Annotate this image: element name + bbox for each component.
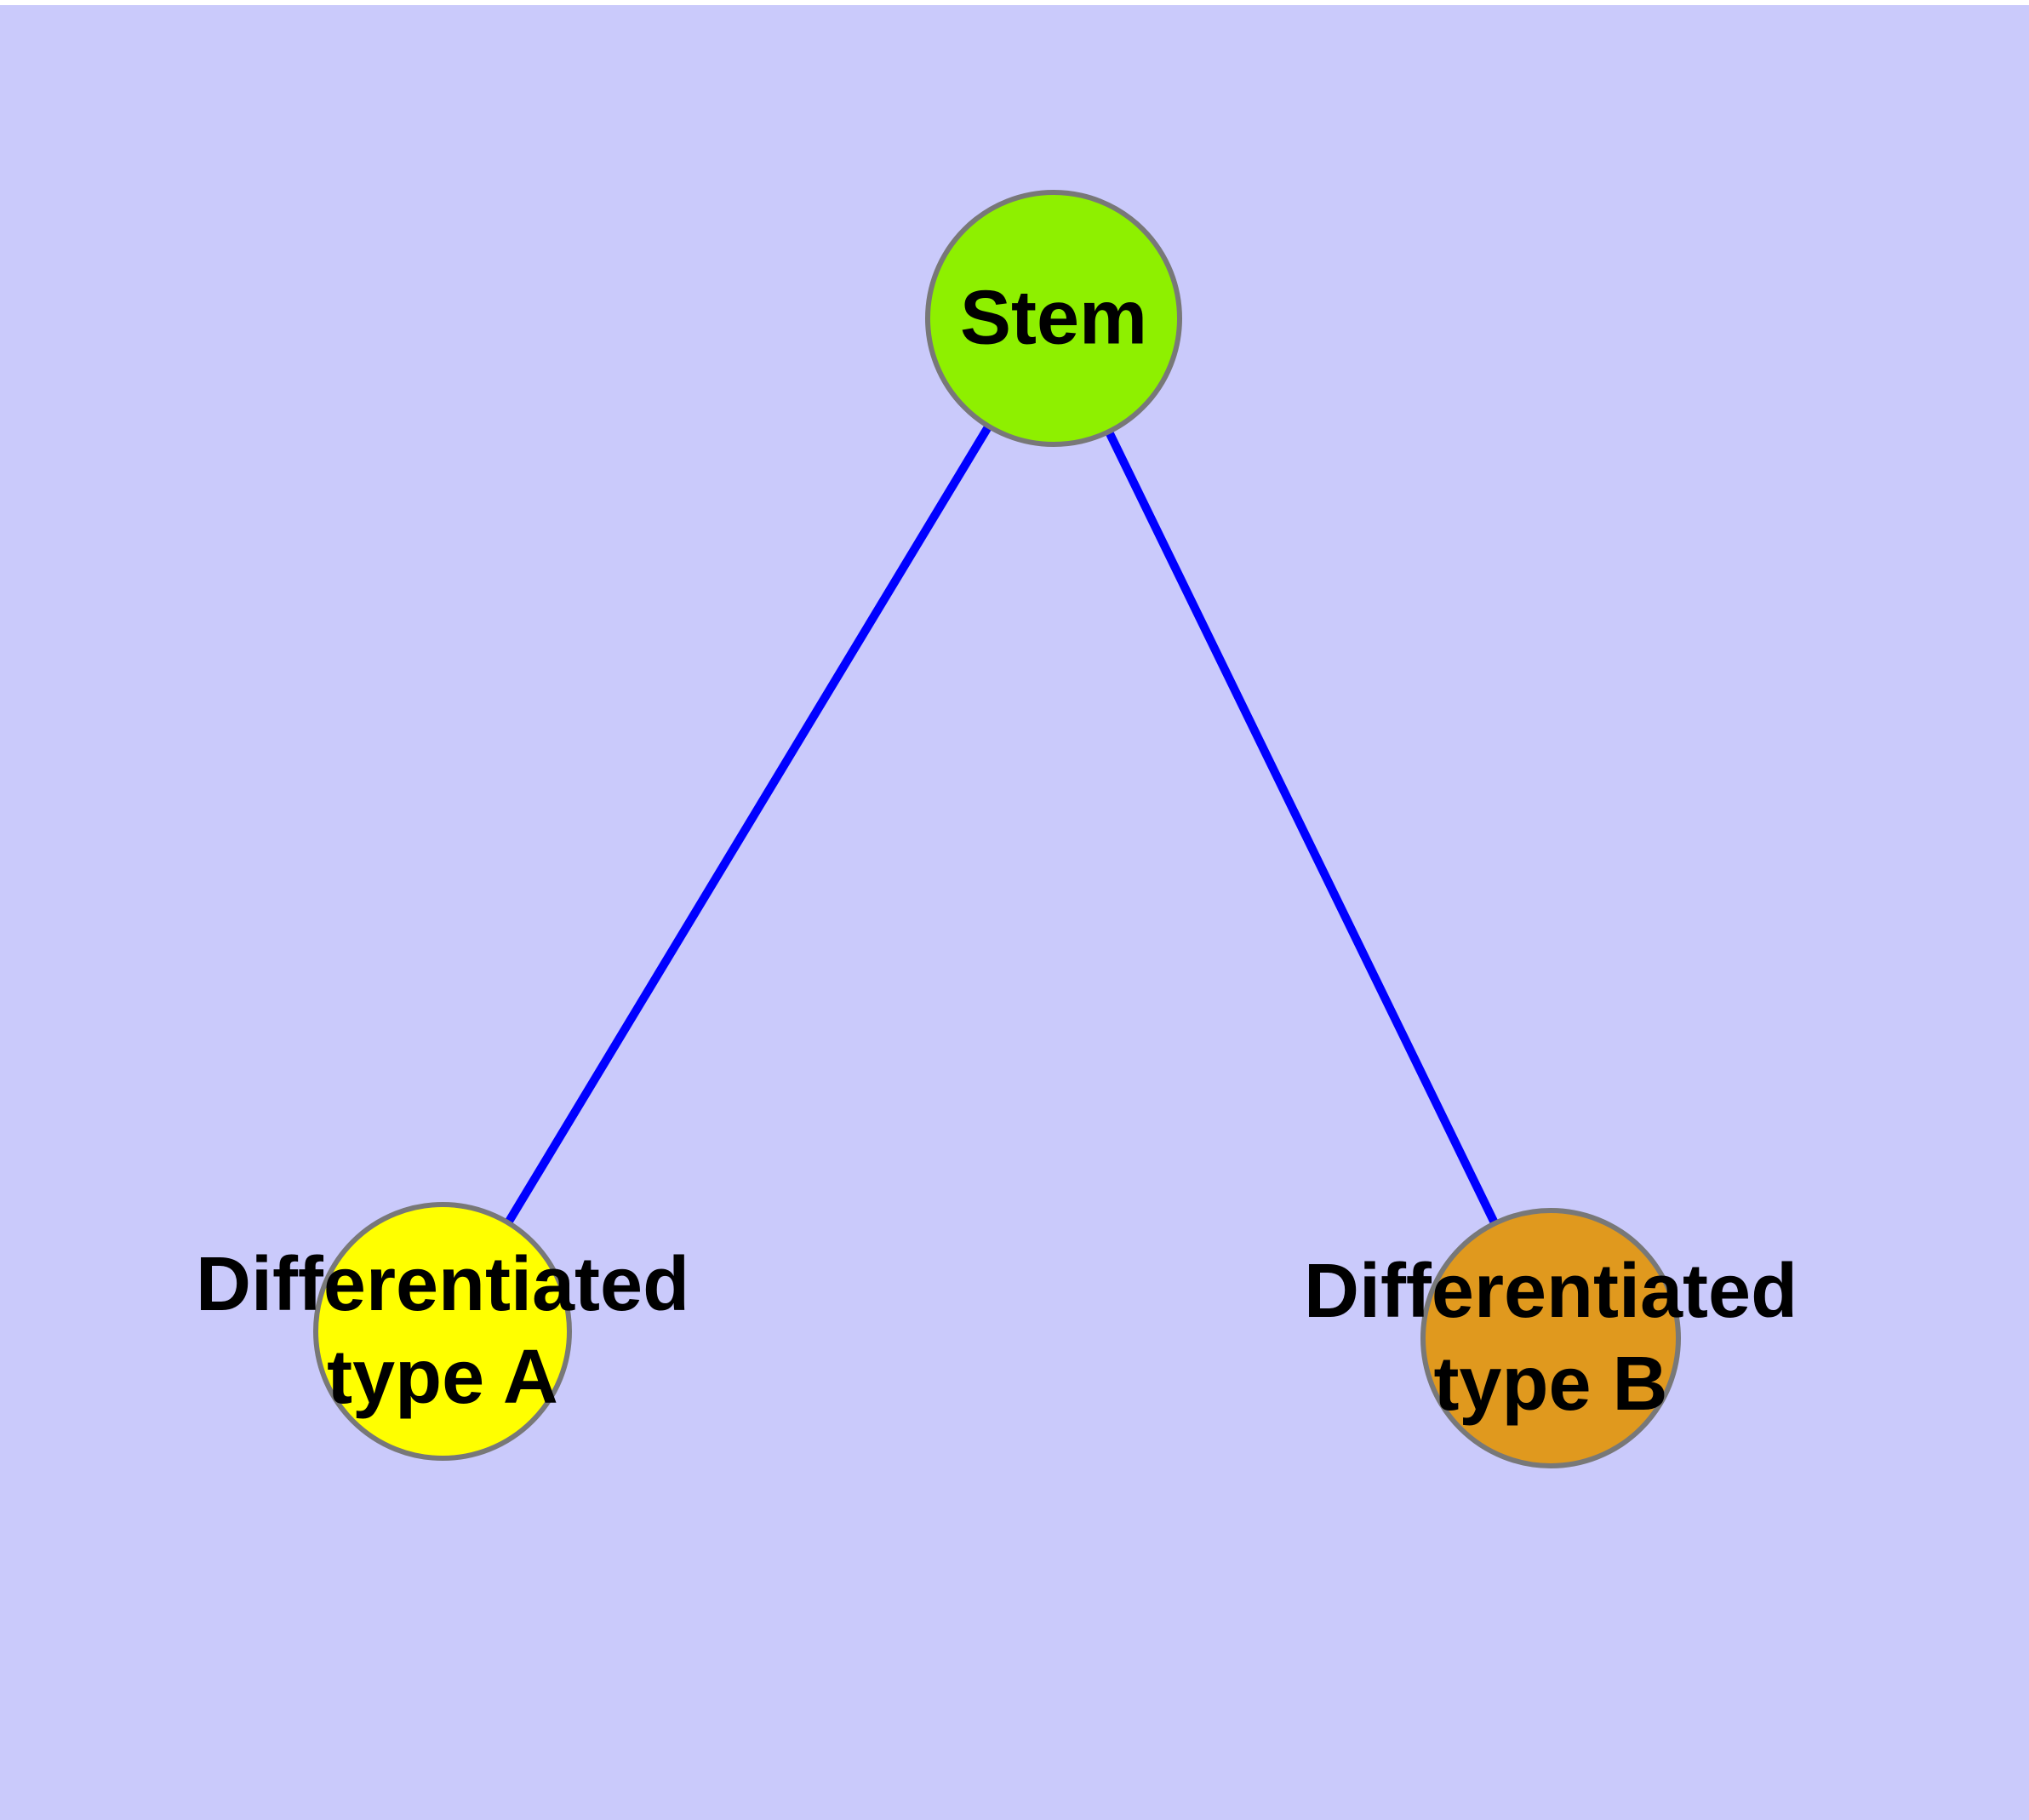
node-stem-label: Stem xyxy=(959,275,1148,361)
node-differentiated-type-b-label: Differentiated type B xyxy=(1303,1249,1798,1427)
node-differentiated-type-a-label: Differentiated type A xyxy=(195,1242,690,1420)
edge-stem-to-type-a xyxy=(438,316,1058,1334)
edge-stem-to-type-b xyxy=(1049,316,1555,1341)
node-stem: Stem xyxy=(925,190,1182,447)
node-differentiated-type-b: Differentiated type B xyxy=(1304,1208,1798,1468)
node-differentiated-type-a: Differentiated type A xyxy=(196,1202,689,1461)
window-top-border xyxy=(0,0,2029,5)
